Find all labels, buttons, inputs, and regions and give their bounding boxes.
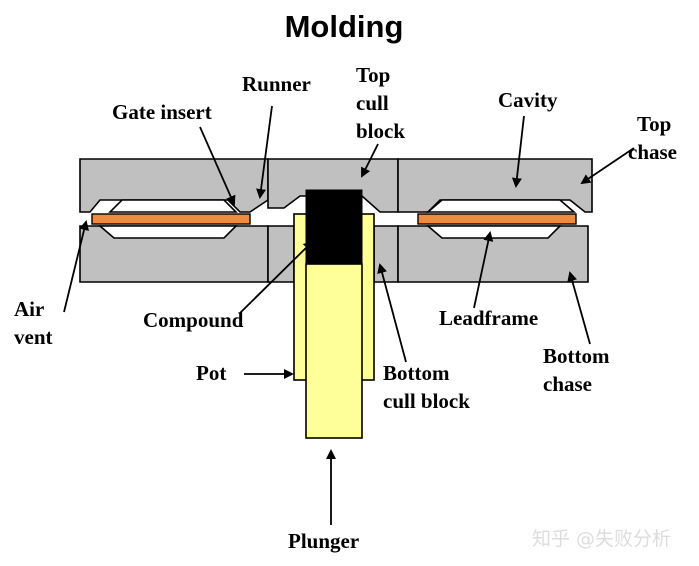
- label-cavity: Cavity: [498, 88, 558, 112]
- label-runner: Runner: [242, 72, 311, 96]
- label-pot: Pot: [196, 361, 226, 385]
- diagram-title: Molding: [285, 9, 404, 44]
- arrow-compound: [239, 240, 314, 314]
- label-bottom-chase-2: chase: [543, 372, 592, 396]
- leadframe-left: [91, 213, 251, 225]
- top-cavity-left: [108, 199, 238, 213]
- label-bottom-cull-block-1: Bottom: [383, 361, 450, 385]
- bottom-cavity-right: [425, 225, 562, 239]
- arrow-bottom-chase: [567, 271, 591, 345]
- bottom-cavity-left: [97, 225, 238, 239]
- label-air-vent-2: vent: [14, 325, 53, 349]
- leadframe-right: [417, 213, 577, 225]
- label-air-vent-1: Air: [14, 297, 44, 321]
- arrow-gate-insert: [199, 126, 236, 206]
- arrow-runner: [256, 105, 273, 199]
- label-top-chase-2: chase: [628, 140, 677, 164]
- watermark: 知乎 @失败分析: [532, 528, 671, 550]
- compound: [305, 189, 363, 265]
- label-top-cull-block-3: block: [356, 119, 405, 143]
- arrow-air-vent: [63, 220, 89, 313]
- bottom-cull-block-right: [373, 225, 399, 283]
- label-top-cull-block-1: Top: [356, 63, 390, 87]
- arrow-top-chase: [580, 147, 635, 185]
- top-cavity-right: [425, 199, 577, 213]
- arrow-bottom-cull-block: [377, 263, 407, 363]
- label-leadframe: Leadframe: [439, 306, 538, 330]
- label-bottom-chase-1: Bottom: [543, 344, 610, 368]
- leader-arrows: [63, 105, 635, 525]
- arrow-top-cull-block: [361, 143, 379, 178]
- arrow-cavity: [511, 115, 525, 188]
- label-bottom-cull-block-2: cull block: [383, 389, 470, 413]
- top-mold: [79, 158, 593, 213]
- label-gate-insert: Gate insert: [112, 100, 212, 124]
- label-plunger: Plunger: [288, 529, 359, 553]
- plunger: [305, 263, 363, 439]
- arrow-leadframe: [473, 231, 494, 309]
- label-compound: Compound: [143, 308, 244, 332]
- label-top-cull-block-2: cull: [356, 91, 389, 115]
- label-top-chase-1: Top: [637, 112, 671, 136]
- bottom-mold: [79, 225, 589, 283]
